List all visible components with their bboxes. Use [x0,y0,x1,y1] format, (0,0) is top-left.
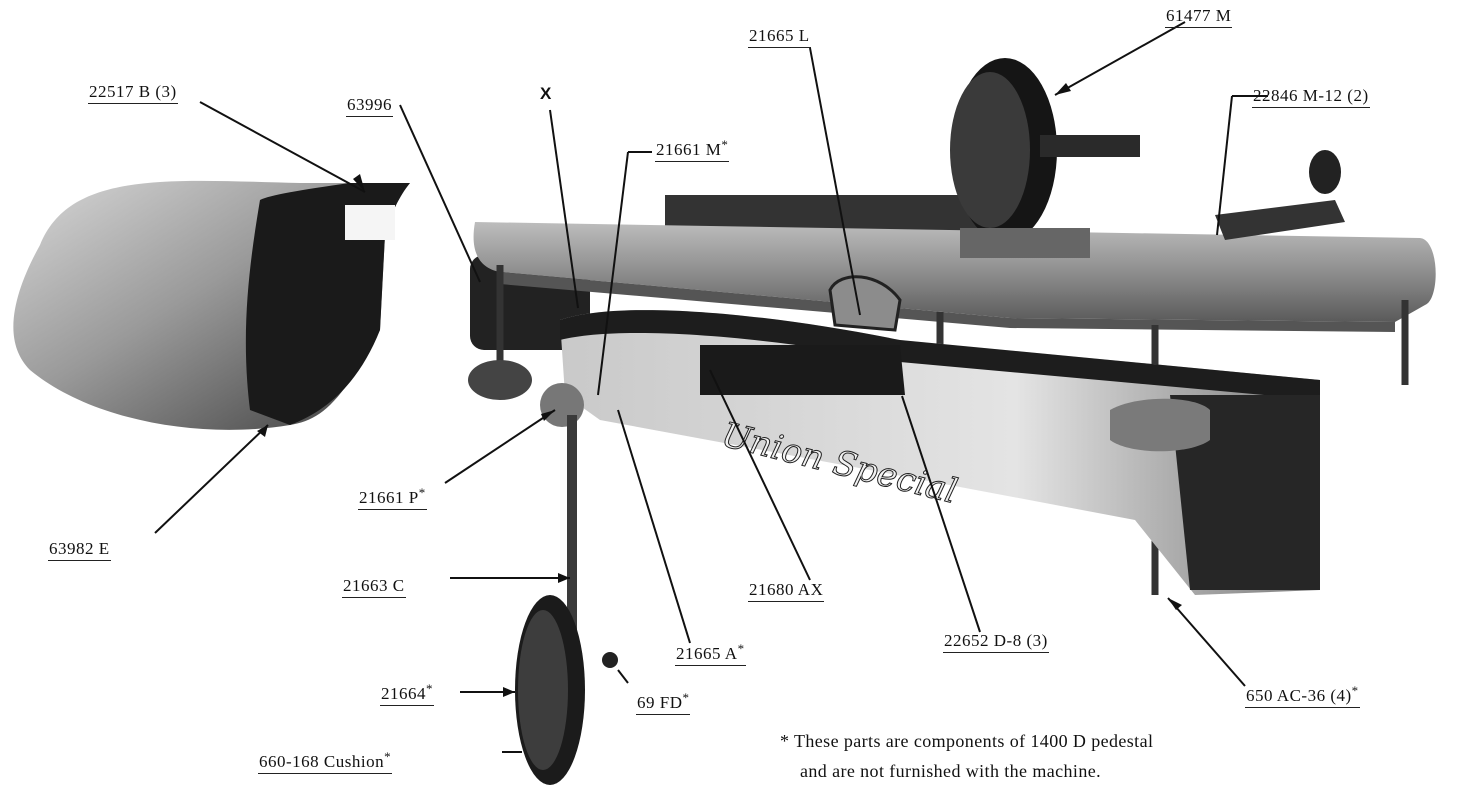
label-22517-b: 22517 B (3) [88,82,178,104]
label-text: 660-168 Cushion [259,752,385,771]
label-text: 21665 A [676,644,738,663]
label-text: 22652 D-8 (3) [944,631,1048,650]
pedestal-base [560,275,1320,595]
label-text: 63996 [347,95,392,114]
label-21665-a: 21665 A* [675,641,746,666]
asterisk: * [418,485,426,500]
label-text: 69 FD [637,693,683,712]
asterisk: * [384,749,392,764]
asterisk: * [1351,683,1359,698]
label-660-168-cushion: 660-168 Cushion* [258,749,393,774]
handwheel [950,58,1140,258]
label-text: 21661 P [359,488,419,507]
label-text: 22517 B (3) [89,82,177,101]
label-61477-m: 61477 M [1165,6,1233,28]
asterisk: * [426,681,433,696]
label-text: X [540,84,552,103]
label-21664: 21664* [380,681,434,706]
footnote-line-1: * These parts are components of 1400 D p… [780,731,1154,751]
label-650-ac-36: 650 AC-36 (4)* [1245,683,1360,708]
label-text: 61477 M [1166,6,1232,25]
label-text: 21663 C [343,576,405,595]
leader-arrowheads [257,83,1182,697]
bobbin-winder [1215,150,1345,240]
label-text: 63982 E [49,539,110,558]
label-21663-c: 21663 C [342,576,406,598]
label-text: 21665 L [749,26,810,45]
asterisk: * [737,641,745,656]
label-text: 21664 [381,684,426,703]
belt-cover [13,180,410,430]
asterisk: * [721,137,729,152]
label-text: 650 AC-36 (4) [1246,686,1352,705]
label-69-fd: 69 FD* [636,690,691,715]
label-21680-ax: 21680 AX [748,580,825,602]
label-text: 22846 M-12 (2) [1253,86,1369,105]
table-top [473,195,1436,332]
asterisk: * [682,690,690,705]
label-21665-l: 21665 L [748,26,811,48]
leader-lines [154,21,1268,753]
label-63982-e: 63982 E [48,539,111,561]
label-x: X [539,84,553,105]
label-21661-p: 21661 P* [358,485,427,510]
label-22652-d-8: 22652 D-8 (3) [943,631,1049,653]
label-22846-m-12: 22846 M-12 (2) [1252,86,1370,108]
treadle-rod-assembly [468,360,618,785]
label-text: 21680 AX [749,580,824,599]
footnote-line-2: and are not furnished with the machine. [800,761,1102,781]
label-21661-m: 21661 M* [655,137,730,162]
label-63996: 63996 [346,95,393,117]
label-text: 21661 M [656,140,722,159]
